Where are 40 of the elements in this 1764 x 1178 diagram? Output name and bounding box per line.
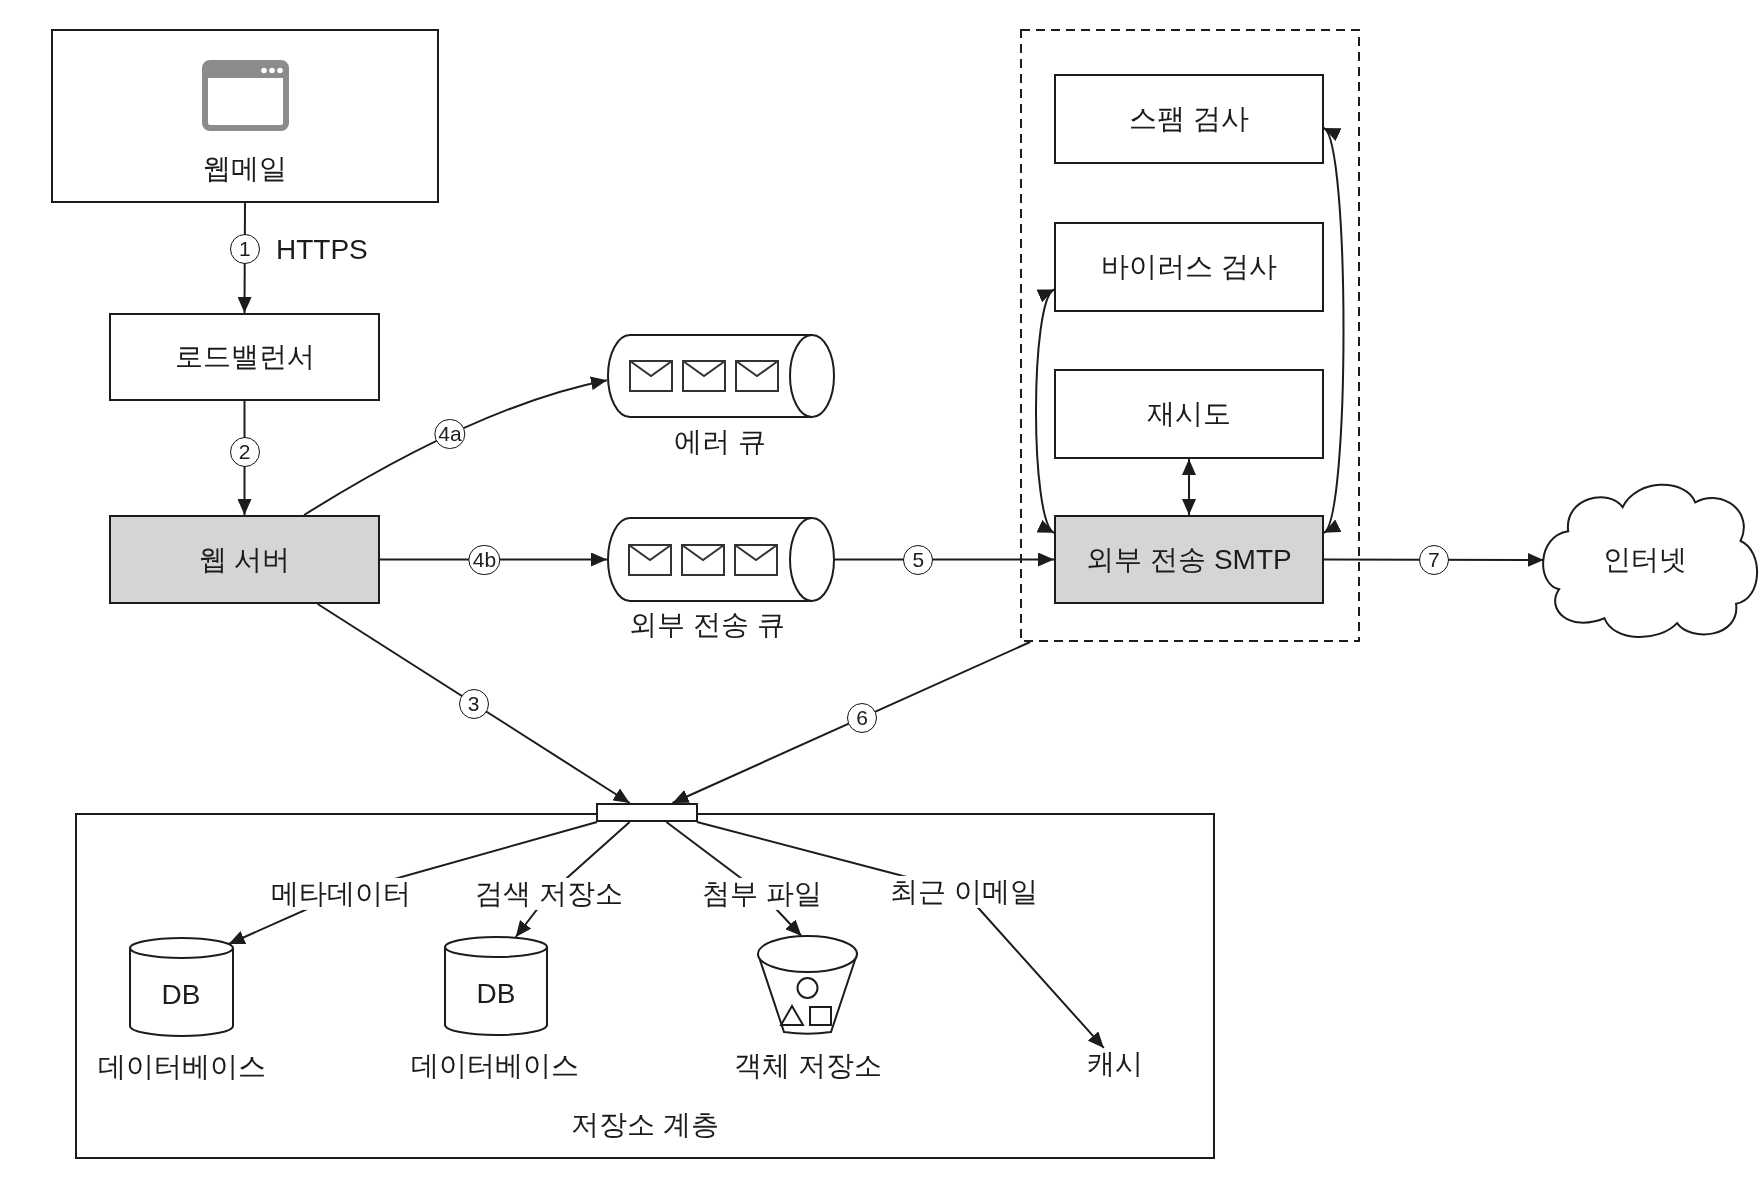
step-number: 5 — [903, 544, 934, 575]
store-caption: 데이터베이스 — [411, 1049, 579, 1083]
box-label: 외부 전송 SMTP — [1086, 543, 1292, 576]
queue-label: 외부 전송 큐 — [629, 608, 785, 642]
box-label: 로드밸런서 — [174, 340, 315, 374]
box-label: 웹메일 — [203, 152, 287, 186]
db-label: DB — [161, 978, 201, 1012]
arrow — [671, 641, 1032, 804]
queue-label: 에러 큐 — [674, 425, 766, 459]
junction-box — [596, 803, 698, 822]
process-box — [1054, 74, 1324, 164]
box-label: 스팸 검사 — [1129, 102, 1249, 136]
step-number: 2 — [229, 437, 260, 468]
arrow — [1182, 458, 1196, 516]
arrow — [1323, 127, 1345, 534]
process-box — [1054, 369, 1324, 459]
process-box — [109, 313, 380, 401]
step-number: 4b — [468, 544, 501, 575]
step-number: 7 — [1418, 544, 1449, 575]
arrow — [303, 376, 608, 516]
process-box — [109, 515, 380, 604]
client-box — [51, 29, 439, 203]
process-box — [1054, 222, 1324, 312]
box-label: 재시도 — [1147, 397, 1231, 431]
store-caption: 객체 저장소 — [734, 1049, 882, 1083]
process-box — [1054, 515, 1324, 604]
box-label: 웹 서버 — [198, 543, 291, 576]
cloud-label: 인터넷 — [1603, 543, 1687, 577]
box-label: 바이러스 검사 — [1101, 250, 1277, 284]
step-number: 1 — [229, 234, 260, 265]
arrow — [1035, 288, 1055, 534]
arrow — [316, 603, 631, 804]
step-number: 4a — [434, 419, 466, 450]
group-label: 저장소 계층 — [571, 1108, 719, 1142]
store-caption: 데이터베이스 — [98, 1050, 266, 1084]
db-label: DB — [476, 977, 516, 1011]
protocol-label: HTTPS — [276, 233, 368, 267]
step-number: 3 — [458, 688, 489, 719]
step-number: 6 — [847, 702, 878, 733]
store-caption: 캐시 — [1087, 1047, 1143, 1081]
